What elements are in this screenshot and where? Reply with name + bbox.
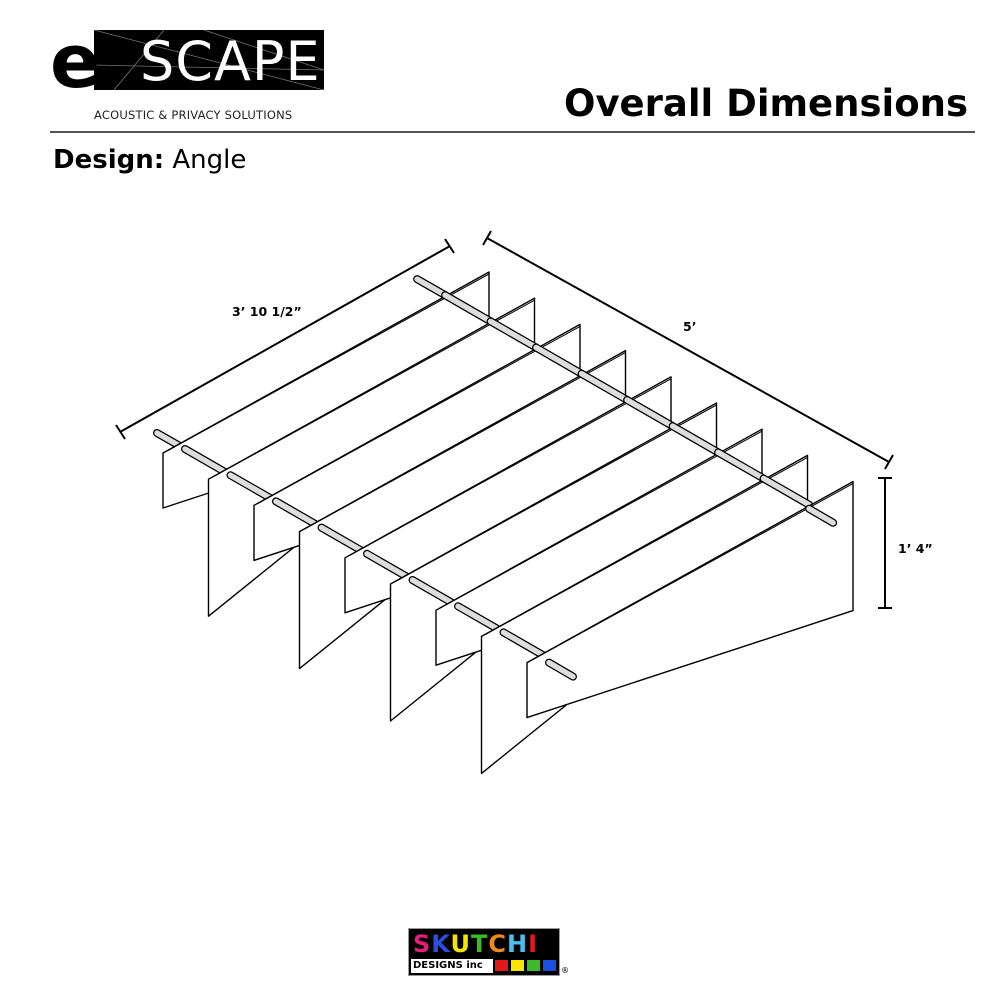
panel-edge — [166, 273, 490, 452]
escape-logo: SCAPE e ACOUSTIC & PRIVACY SOLUTIONS — [50, 19, 330, 125]
skutchi-wordmark: SKUTCHI — [413, 930, 539, 958]
panel-edge — [485, 456, 808, 635]
swatch-1 — [511, 960, 524, 971]
logo-tagline: ACOUSTIC & PRIVACY SOLUTIONS — [94, 108, 293, 122]
logo-e-letter: e — [50, 19, 101, 105]
panel-edge — [394, 404, 717, 583]
design-key: Design: — [53, 145, 165, 175]
length-dimension-label: 5’ — [683, 319, 697, 334]
dowel-fill — [624, 397, 676, 429]
swatch-2 — [527, 960, 540, 971]
dowel-fill — [442, 292, 494, 325]
dowel-fill — [533, 344, 585, 377]
design-label: Design: Angle — [53, 145, 246, 175]
panel-edge — [212, 299, 535, 478]
panel-edge — [530, 483, 854, 662]
design-value: Angle — [172, 145, 247, 175]
baffle-panel — [526, 480, 854, 719]
skutchi-sub: DESIGNS inc — [411, 959, 493, 973]
color-swatches — [495, 960, 556, 971]
header-divider — [50, 131, 975, 133]
depth-dimension-label: 3’ 10 1/2” — [232, 304, 302, 319]
depth-dimension-line — [115, 238, 455, 440]
skutchi-frame: SKUTCHI DESIGNS inc — [408, 928, 560, 976]
logo-decorative-lines — [94, 30, 324, 90]
height-dimension-line — [878, 477, 892, 609]
dowel-fill — [578, 371, 630, 403]
panel-edge — [257, 325, 581, 504]
dowel-fill — [414, 276, 448, 298]
height-dimension-label: 1’ 4” — [898, 541, 933, 556]
dowel-fill — [546, 659, 576, 680]
dowel-fill — [715, 449, 767, 482]
page-title: Overall Dimensions — [563, 82, 968, 125]
logo-wordmark: SCAPE — [140, 30, 321, 90]
registered-mark: ® — [561, 966, 569, 975]
dowel-fill — [487, 318, 539, 351]
dowel-fill — [760, 475, 812, 508]
panel-edge — [348, 378, 672, 557]
logo-black-box: SCAPE — [94, 30, 324, 90]
swatch-0 — [495, 960, 508, 971]
skutchi-logo: SKUTCHI DESIGNS inc ® — [408, 928, 569, 980]
dowel-fill — [806, 506, 836, 526]
swatch-3 — [543, 960, 556, 971]
panel-edge — [439, 430, 763, 609]
panel-edge — [303, 352, 626, 531]
dowel-fill — [669, 423, 721, 456]
length-dimension-line — [482, 230, 894, 470]
